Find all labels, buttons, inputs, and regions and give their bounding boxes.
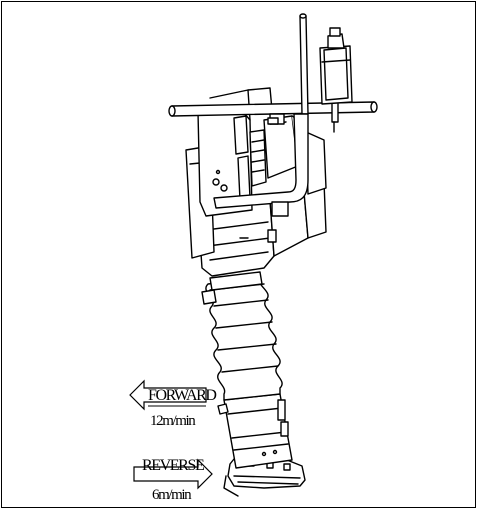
bellows bbox=[201, 271, 283, 401]
lower-leg bbox=[217, 393, 293, 469]
reverse-arrow-icon bbox=[133, 458, 213, 490]
reverse-speed: 6m/min bbox=[152, 487, 192, 503]
reverse-label: REVERSE bbox=[142, 457, 204, 474]
forward-arrow-icon bbox=[129, 379, 207, 411]
forward-label: FORWARD bbox=[148, 387, 216, 404]
forward-speed: 12m/min bbox=[150, 413, 196, 429]
oil-tank bbox=[319, 27, 353, 133]
forward-indicator: FORWARD 12m/min bbox=[129, 379, 218, 429]
handle-frame bbox=[168, 13, 378, 217]
engine-block bbox=[185, 87, 327, 259]
reverse-indicator: REVERSE 6m/min bbox=[133, 457, 213, 503]
